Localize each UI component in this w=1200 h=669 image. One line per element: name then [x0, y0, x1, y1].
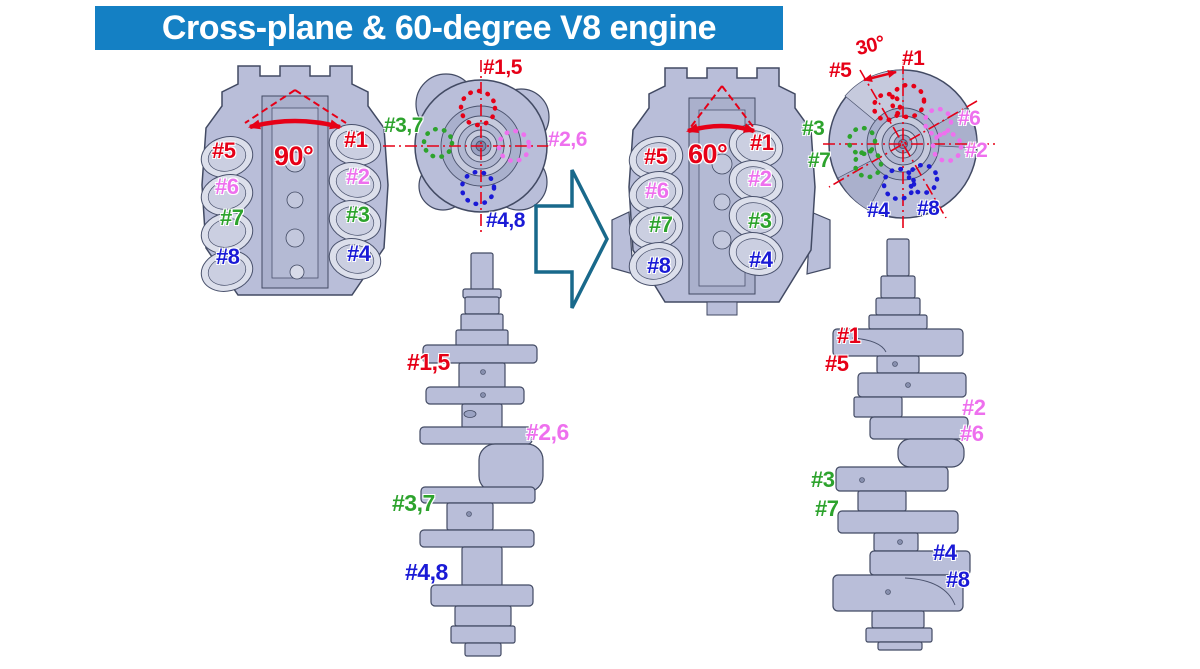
right-crankshaft-end-view: [823, 62, 999, 228]
right-crank-pin3-label: #3: [802, 117, 825, 140]
right-crank-centerlines: [823, 62, 999, 228]
left-block-cyl3-label: #3: [346, 202, 370, 227]
left-block-cyl2-label: #2: [346, 164, 370, 189]
left-crank-pin48-label: #4,8: [486, 209, 525, 232]
left-crank-pin37-label: #3,7: [384, 114, 423, 137]
left-crank-pin-markers: [421, 88, 532, 207]
right-crank-pin8-label: #8: [917, 197, 940, 220]
right-engine-block-illustration: [611, 67, 831, 316]
right-crank-pin6-label: #6: [958, 107, 981, 130]
left-block-left-bank-bores: [200, 136, 254, 292]
sixty-crank-throw7-label: #7: [815, 496, 839, 521]
right-block-cyl6-label: #6: [645, 178, 669, 203]
title-banner: Cross-plane & 60-degree V8 engine: [95, 6, 783, 50]
left-crank-pin15-label: #1,5: [483, 56, 522, 79]
sixty-crank-throw1-label: #1: [837, 323, 861, 348]
sixty-crank-throw2-label: #2: [962, 395, 986, 420]
right-crank-pin1-label: #1: [902, 47, 925, 70]
left-block-vee-angle-marks: [244, 89, 347, 130]
crossplane-crankshaft-side-view: [419, 252, 544, 657]
crossplane-crank-throw26-label: #2,6: [526, 419, 569, 445]
sixty-degree-crankshaft-side-view: [832, 238, 971, 651]
right-block-right-bank-bores: [728, 124, 784, 276]
left-block-cyl7-label: #7: [220, 205, 244, 230]
sixty-crank-throw4-label: #4: [933, 540, 957, 565]
right-block-cyl3-label: #3: [748, 208, 772, 233]
right-block-left-bank-bores: [628, 136, 684, 286]
right-block-cyl5-label: #5: [644, 144, 668, 169]
crossplane-crank-throw48-label: #4,8: [405, 559, 448, 585]
right-block-cyl1-label: #1: [750, 130, 774, 155]
right-block-vee-angle-label: 60°: [688, 139, 728, 169]
right-crank-pin4-label: #4: [867, 199, 890, 222]
right-block-cyl8-label: #8: [647, 253, 671, 278]
thirty-degree-angle-arrow: [863, 70, 897, 82]
sixty-crank-throw3-label: #3: [811, 467, 835, 492]
left-block-cyl5-label: #5: [212, 138, 236, 163]
crossplane-crank-throw37-label: #3,7: [392, 490, 435, 516]
right-crank-pin2-label: #2: [965, 139, 988, 162]
sixty-crank-throw6-label: #6: [960, 421, 984, 446]
transform-arrow: [534, 169, 609, 309]
right-block-vee-angle-marks: [686, 85, 756, 134]
right-block-cyl2-label: #2: [748, 166, 772, 191]
left-block-cyl1-label: #1: [344, 127, 368, 152]
crossplane-crank-throw15-label: #1,5: [407, 349, 450, 375]
sixty-crank-throw5-label: #5: [825, 351, 849, 376]
left-crankshaft-end-view: [383, 60, 573, 233]
left-block-right-bank-bores: [328, 124, 382, 280]
right-crank-pin-markers: [846, 82, 964, 202]
right-block-cyl4-label: #4: [749, 247, 773, 272]
right-crank-pin5-label: #5: [829, 59, 852, 82]
page-title: Cross-plane & 60-degree V8 engine: [161, 8, 717, 47]
right-block-cyl7-label: #7: [649, 212, 673, 237]
sixty-crank-throw8-label: #8: [946, 567, 970, 592]
left-block-cyl8-label: #8: [216, 244, 240, 269]
left-crank-centerlines: [383, 60, 573, 233]
left-crank-pin26-label: #2,6: [548, 128, 587, 151]
right-crank-pin7-label: #7: [808, 149, 831, 172]
left-engine-block-illustration: [200, 65, 389, 296]
left-block-cyl4-label: #4: [347, 241, 371, 266]
left-block-vee-angle-label: 90°: [274, 141, 314, 171]
left-block-cyl6-label: #6: [215, 174, 239, 199]
